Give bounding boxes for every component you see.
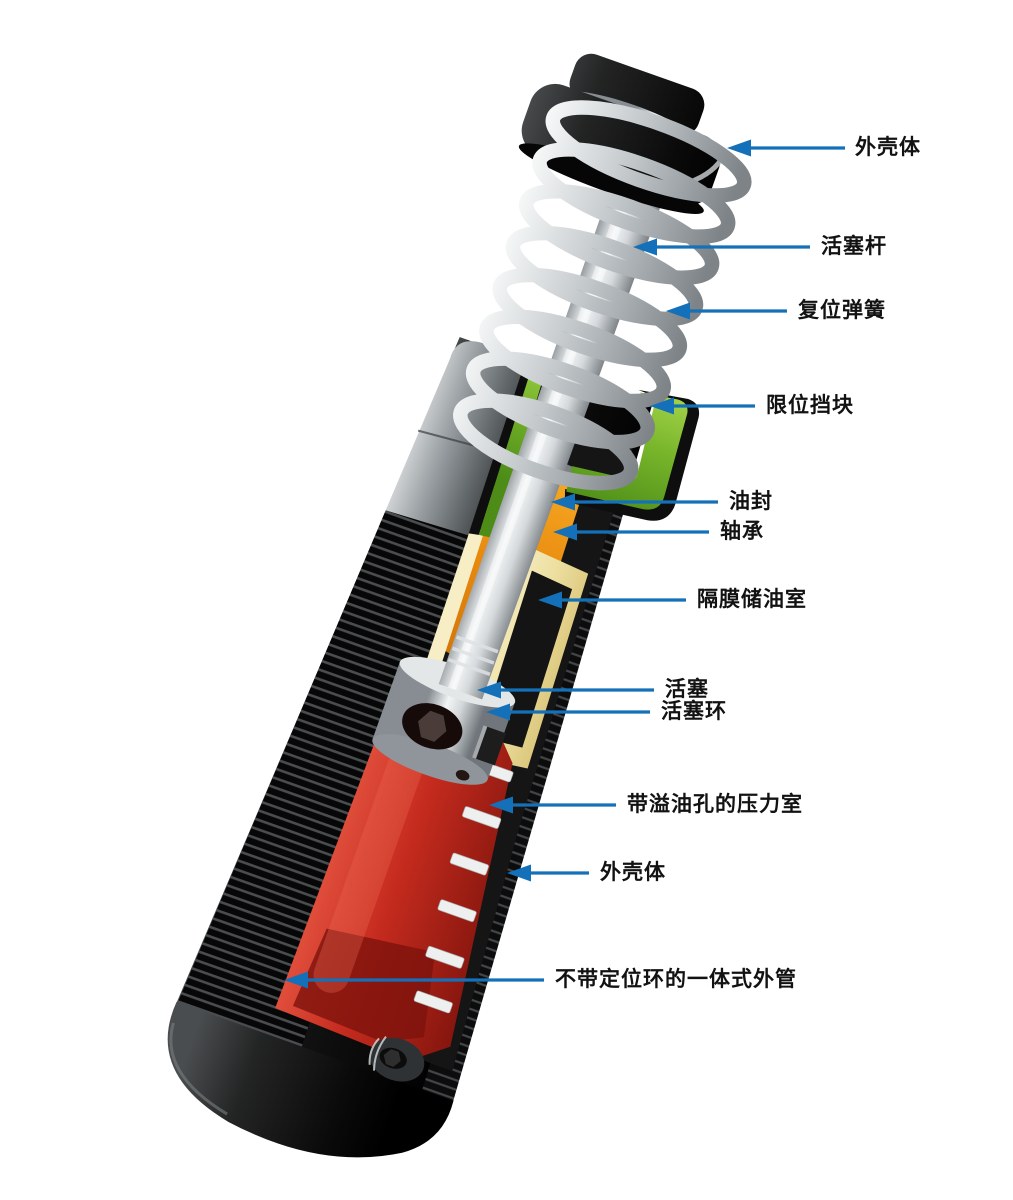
- callout-arrowhead-piston: [477, 681, 501, 699]
- overflow-slots: [413, 759, 514, 1014]
- callout-arrowhead-return-spring: [666, 302, 690, 320]
- callout-arrowhead-pressure-chamber: [489, 796, 513, 814]
- callout-arrowhead-limit-stop-block: [650, 397, 674, 415]
- callout-arrowhead-one-piece-outer-tube: [284, 971, 308, 989]
- callout-arrowhead-outer-housing-top: [727, 139, 751, 157]
- callout-arrowhead-bearing: [553, 523, 577, 541]
- return-spring-shape: [453, 100, 752, 491]
- callout-arrowhead-outer-housing-mid: [507, 864, 531, 882]
- callout-arrowhead-piston-rod: [633, 238, 657, 256]
- callout-arrowhead-piston-ring: [486, 703, 510, 721]
- callout-arrowhead-diaphragm-reservoir: [538, 591, 562, 609]
- piston-ring-groove: [475, 726, 507, 766]
- callout-arrowhead-oil-seal: [551, 493, 575, 511]
- thread-texture: [176, 510, 469, 1050]
- bottom-cap-shape: [167, 1001, 454, 1158]
